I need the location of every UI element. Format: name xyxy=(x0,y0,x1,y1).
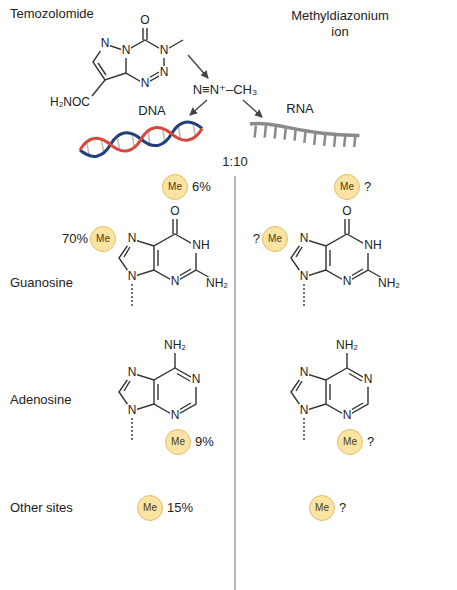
guanine-structure xyxy=(291,218,384,306)
text-label: Adenosine xyxy=(10,392,71,408)
atom-label: N xyxy=(299,366,310,379)
text-label: N≡N⁺–CH₃ xyxy=(193,82,258,98)
atom-label: N xyxy=(127,270,138,283)
methyl-label: Me xyxy=(268,234,282,244)
methyl-label: Me xyxy=(96,234,110,244)
text-label: 70% xyxy=(62,231,88,247)
text-label: RNA xyxy=(286,101,313,117)
atom-label: NH xyxy=(363,239,382,252)
methyl-badge: Me xyxy=(262,226,288,252)
text-label: ? xyxy=(364,179,371,195)
atom-label: N xyxy=(159,66,170,79)
atom-label: N xyxy=(100,37,111,50)
atom-label: NH₂ xyxy=(335,339,359,352)
atom-label: N xyxy=(159,44,170,57)
text-label: 1:10 xyxy=(222,154,247,170)
text-label: Methyldiazonium ion xyxy=(285,8,395,39)
atom-label: O xyxy=(341,205,352,218)
methyl-badge: Me xyxy=(90,226,116,252)
rna-strand xyxy=(249,122,360,149)
column-divider xyxy=(234,176,235,590)
text-label: Other sites xyxy=(10,500,73,516)
atom-label: O xyxy=(169,205,180,218)
methyl-label: Me xyxy=(143,503,157,513)
atom-label: N xyxy=(170,409,181,422)
methyl-label: Me xyxy=(168,182,182,192)
text-label: 9% xyxy=(195,434,214,450)
methyl-label: Me xyxy=(315,503,329,513)
atom-label: N xyxy=(342,409,353,422)
atom-label: N xyxy=(299,404,310,417)
text-label: ? xyxy=(339,500,346,516)
text-label: Temozolomide xyxy=(10,6,94,22)
adenine-structure xyxy=(119,352,196,440)
text-label: 6% xyxy=(192,179,211,195)
methyl-label: Me xyxy=(340,182,354,192)
methyl-badge: Me xyxy=(165,429,191,455)
reaction-arrows xyxy=(188,55,262,117)
atom-label: N xyxy=(121,44,132,57)
methyl-badge: Me xyxy=(334,174,360,200)
text-label: ? xyxy=(253,231,260,247)
atom-label: N xyxy=(127,366,138,379)
text-label: 15% xyxy=(167,500,193,516)
atom-label: H₂NOC xyxy=(49,96,91,109)
atom-label: N xyxy=(127,404,138,417)
atom-label: N xyxy=(170,275,181,288)
text-label: Guanosine xyxy=(10,275,73,291)
atom-label: N xyxy=(342,275,353,288)
atom-label: N xyxy=(140,77,151,90)
methyl-badge: Me xyxy=(137,495,163,521)
atom-label: NH xyxy=(191,239,210,252)
atom-label: N xyxy=(191,373,202,386)
atom-label: N xyxy=(127,232,138,245)
atom-label: NH₂ xyxy=(163,339,187,352)
dna-helix xyxy=(78,120,203,159)
atom-label: N xyxy=(363,373,374,386)
methyl-badge: Me xyxy=(337,429,363,455)
atom-label: NH₂ xyxy=(377,277,401,290)
atom-label: N xyxy=(299,232,310,245)
methyl-label: Me xyxy=(171,437,185,447)
guanine-structure xyxy=(119,218,212,306)
atom-label: O xyxy=(139,14,150,27)
methyl-label: Me xyxy=(343,437,357,447)
text-label: DNA xyxy=(138,103,165,119)
atom-label: N xyxy=(299,270,310,283)
atom-label: NH₂ xyxy=(205,277,229,290)
temozolomide-structure xyxy=(92,26,183,96)
text-label: ? xyxy=(367,434,374,450)
adenine-structure xyxy=(291,352,368,440)
methyl-badge: Me xyxy=(309,495,335,521)
methyl-badge: Me xyxy=(162,174,188,200)
